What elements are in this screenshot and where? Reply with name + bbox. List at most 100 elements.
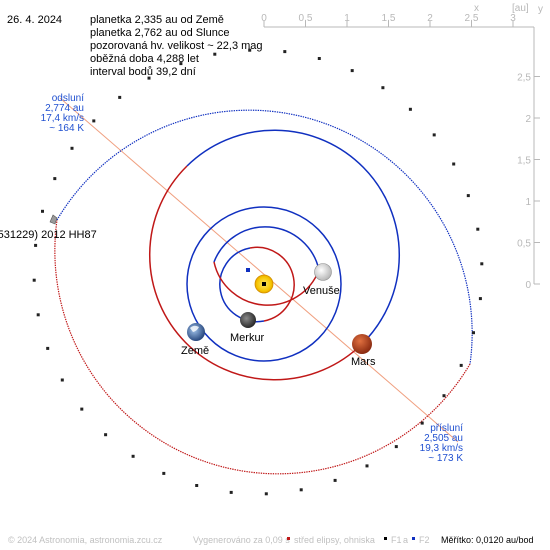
orbit-point <box>179 62 183 66</box>
mars-label: Mars <box>351 356 376 368</box>
x-scale-tick-label: 0,5 <box>299 13 313 24</box>
earth-orbit <box>186 206 342 362</box>
orbit-point <box>466 194 470 198</box>
perihelion-distance: 2,505 au <box>424 433 463 444</box>
orbit-point <box>365 464 369 468</box>
info-line-magnitude: pozorovaná hv. velikost ~ 22,3 mag <box>90 40 263 52</box>
y-scale-tick-label: 1,5 <box>517 156 531 167</box>
mars-planet <box>352 334 372 354</box>
orbit-point <box>131 454 135 458</box>
legend-center-icon <box>287 537 290 540</box>
venus-label: Venuše <box>303 285 340 297</box>
legend-f1-icon <box>384 537 387 540</box>
orbit-point <box>36 313 40 317</box>
info-line-distance-sun: planetka 2,762 au od Slunce <box>90 27 229 39</box>
orbit-point <box>80 407 84 411</box>
orbit-point <box>34 243 38 247</box>
orbit-point <box>32 278 36 282</box>
aphelion-speed: 17,4 km/s <box>41 113 84 124</box>
orbit-point <box>350 69 354 73</box>
orbit-point <box>478 297 482 301</box>
orbit-point <box>162 471 166 475</box>
orbit-point <box>248 48 252 52</box>
ellipse-center-marker <box>246 268 250 272</box>
info-line-distance-earth: planetka 2,335 au od Země <box>90 14 224 26</box>
orbit-point <box>381 86 385 90</box>
mercury-label: Merkur <box>230 332 265 344</box>
x-scale-ticks: 0 0,5 1 1,5 2 2,5 3 <box>261 13 516 27</box>
generated-text: Vygenerováno za 0,09 s <box>193 535 290 545</box>
asteroid-orbit-points <box>32 48 484 496</box>
y-scale-tick-label: 2 <box>525 114 531 125</box>
y-scale-tick-label: 0,5 <box>517 239 531 250</box>
asteroid-marker <box>49 214 58 225</box>
x-scale-tick-label: 2,5 <box>465 13 479 24</box>
orbit-point <box>442 394 446 398</box>
orbit-point <box>408 107 412 111</box>
legend-center-text: střed elipsy, ohniska <box>294 535 375 545</box>
perihelion-speed: 19,3 km/s <box>420 443 463 454</box>
orbit-point <box>118 95 122 99</box>
info-line-period: oběžná doba 4,288 let <box>90 53 199 65</box>
copyright-text: © 2024 Astronomia, astronomia.zcu.cz <box>8 535 163 545</box>
orbit-point <box>432 133 436 137</box>
aphelion-temp: ~ 164 K <box>49 123 84 134</box>
orbit-point <box>229 490 233 494</box>
perihelion-title: přísluní <box>430 423 463 434</box>
y-scale-tick-label: 0 <box>525 280 531 291</box>
orbit-point <box>452 162 456 166</box>
perihelion-annotation: přísluní 2,505 au 19,3 km/s ~ 173 K <box>420 423 464 464</box>
orbit-point <box>420 421 424 425</box>
venus-planet <box>314 263 332 281</box>
orbit-point <box>333 478 337 482</box>
y-scale-ticks: 0 0,5 1 1,5 2 2,5 <box>517 73 540 291</box>
orbit-point <box>60 378 64 382</box>
apse-line <box>59 97 459 443</box>
info-header: 26. 4. 2024 planetka 2,335 au od Země pl… <box>7 14 263 78</box>
y-scale-tick-label: 2,5 <box>517 73 531 84</box>
info-line-interval: interval bodů 39,2 dní <box>90 66 196 78</box>
scale-unit: [au] <box>512 3 529 14</box>
venus-orbit <box>213 226 320 306</box>
scale-axes: 0 0,5 1 1,5 2 2,5 3 0 0,5 1 1,5 2 2,5 x y [au] <box>261 3 543 291</box>
x-scale-tick-label: 2 <box>427 13 433 24</box>
orbit-point <box>70 146 74 150</box>
x-scale-tick-label: 1,5 <box>382 13 396 24</box>
legend-f2-text: F2 <box>419 535 430 545</box>
mars-orbit <box>148 129 401 381</box>
orbit-point <box>195 484 199 487</box>
aphelion-distance: 2,774 au <box>45 103 84 114</box>
aphelion-annotation: odsluní 2,774 au 17,4 km/s ~ 164 K <box>41 93 85 134</box>
orbit-point <box>104 433 108 437</box>
footer: © 2024 Astronomia, astronomia.zcu.cz Vyg… <box>8 535 534 545</box>
scale-text: Měřítko: 0,0120 au/bod <box>441 535 534 545</box>
sun <box>254 274 274 294</box>
orbit-point <box>41 209 44 213</box>
orbit-point <box>317 57 321 60</box>
earth-planet <box>187 323 205 341</box>
orbit-point <box>46 346 50 350</box>
x-scale-tick-label: 0 <box>261 13 267 24</box>
orbit-point <box>472 331 475 335</box>
orbit-point <box>283 50 287 54</box>
orbit-point <box>264 492 268 496</box>
aphelion-title: odsluní <box>52 93 84 104</box>
orbit-point <box>299 488 303 492</box>
y-scale-tick-label: 1 <box>525 197 531 208</box>
orbit-point <box>394 445 398 449</box>
orbit-point <box>480 262 484 266</box>
orbit-point <box>53 177 57 181</box>
legend-a-text: a <box>403 535 408 545</box>
x-axis-label: x <box>474 3 479 14</box>
orbit-point <box>92 119 96 123</box>
orbit-point <box>147 76 151 80</box>
orbit-point <box>459 363 463 367</box>
asteroid-label: (531229) 2012 HH87 <box>0 229 97 241</box>
mercury-planet <box>240 312 256 328</box>
orbit-point <box>213 52 217 56</box>
x-scale-tick-label: 1 <box>344 13 350 24</box>
orbit-point <box>476 227 480 231</box>
x-scale-tick-label: 3 <box>510 13 516 24</box>
y-axis-label: y <box>538 4 543 15</box>
